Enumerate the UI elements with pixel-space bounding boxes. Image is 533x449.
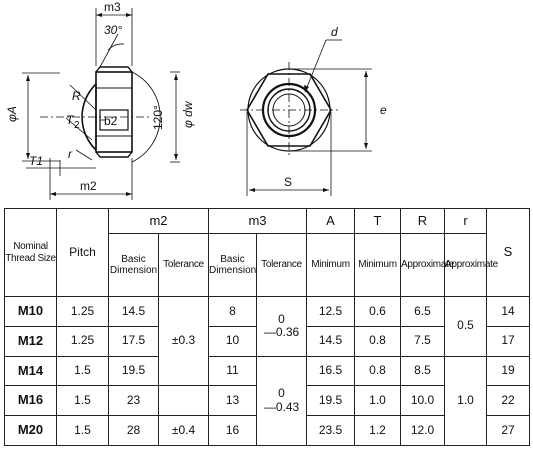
cell-m2-basic: 23 (108, 385, 159, 417)
cell-A: 14.5 (306, 325, 355, 357)
nut-dome (81, 83, 97, 151)
cell-pitch: 1.5 (56, 415, 109, 446)
cell-m3-basic: 8 (208, 296, 257, 327)
label-angle-30: 30° (104, 23, 122, 37)
cell-S: 19 (486, 355, 530, 387)
cell-size: M16 (4, 385, 57, 417)
table-row-m10: M10 1.25 14.5 ±0.3 8 0 —0.36 12.5 0.6 6.… (4, 295, 530, 387)
cell-m2-tolerance-m20: ±0.4 (158, 415, 209, 446)
header-A: A (306, 208, 355, 234)
header-T-minimum: Minimum (354, 233, 401, 297)
label-T-sub2: 2 (74, 120, 80, 131)
header-r: r (444, 208, 487, 234)
cell-S: 14 (486, 296, 530, 327)
header-m3-tolerance: Tolerance (256, 233, 307, 297)
cell-S: 27 (486, 415, 530, 446)
cell-R: 12.0 (400, 415, 445, 446)
cell-size: M14 (4, 355, 57, 387)
cell-pitch: 1.25 (56, 325, 109, 357)
cell-m2-basic: 28 (108, 415, 159, 446)
label-d: d (331, 25, 338, 39)
label-T: T (66, 113, 75, 127)
header-S: S (486, 208, 530, 297)
cell-R: 8.5 (400, 355, 445, 387)
table-row-m14: M14 1.5 19.5 11 0 —0.43 16.5 0.8 8.5 1.0… (4, 355, 530, 447)
cell-size: M12 (4, 325, 57, 357)
cell-pitch: 1.25 (56, 296, 109, 327)
label-e: e (380, 103, 387, 117)
cell-S: 22 (486, 385, 530, 417)
top-view (240, 39, 372, 196)
header-nominal-thread-size: Nominal Thread Size (4, 208, 57, 297)
cell-T: 1.0 (354, 385, 401, 417)
cell-m2-basic: 14.5 (108, 296, 159, 327)
cell-A: 23.5 (306, 415, 355, 446)
header-m3: m3 (208, 208, 307, 234)
cell-T: 1.2 (354, 415, 401, 446)
label-b2: b2 (104, 114, 118, 128)
cell-R: 7.5 (400, 325, 445, 357)
label-T1: T1 (29, 154, 43, 168)
cell-m3-basic: 10 (208, 325, 257, 357)
cell-pitch: 1.5 (56, 355, 109, 387)
label-r: r (68, 147, 73, 161)
cell-m3-basic: 16 (208, 415, 257, 446)
header-R: R (400, 208, 445, 234)
dimension-table: Nominal Thread Size Pitch m2 m3 A T R r … (4, 208, 530, 447)
cell-A: 16.5 (306, 355, 355, 387)
table-row-m20: M20 1.5 28 ±0.4 16 23.5 1.2 12.0 27 (4, 415, 530, 446)
cell-m2-tolerance-group1: ±0.3 (158, 295, 209, 387)
cell-m2-basic: 17.5 (108, 325, 159, 357)
cell-pitch: 1.5 (56, 385, 109, 417)
header-m2: m2 (108, 208, 209, 234)
cell-A: 12.5 (306, 296, 355, 327)
nut-hex-body (95, 71, 133, 153)
table-row-m12: M12 1.25 17.5 10 14.5 0.8 7.5 17 (4, 325, 530, 357)
cell-m3-basic: 11 (208, 355, 257, 387)
label-m3: m3 (104, 0, 121, 14)
cell-m3-tolerance-group2: 0 —0.43 (256, 355, 307, 447)
cell-T: 0.8 (354, 325, 401, 357)
cell-R: 10.0 (400, 385, 445, 417)
cell-R: 6.5 (400, 296, 445, 327)
label-m2: m2 (80, 179, 97, 193)
cell-m3-tolerance-group1: 0 —0.36 (256, 296, 307, 357)
cell-m3-basic: 13 (208, 385, 257, 417)
side-view (22, 8, 180, 200)
header-m3-basic: Basic Dimension (208, 233, 257, 297)
label-S: S (284, 175, 292, 189)
header-T: T (354, 208, 401, 234)
header-R-approximate: Approximate (400, 233, 454, 297)
cell-size: M10 (4, 296, 57, 327)
cell-S: 17 (486, 325, 530, 357)
cell-T: 0.6 (354, 296, 401, 327)
header-m2-tolerance: Tolerance (158, 233, 209, 297)
cell-size: M20 (4, 415, 57, 446)
cell-r-group1: 0.5 (444, 296, 487, 357)
label-R: R (72, 89, 81, 103)
header-pitch: Pitch (56, 208, 109, 297)
cell-A: 19.5 (306, 385, 355, 417)
cell-r-group2: 1.0 (444, 355, 487, 447)
label-phi-dw: φ dw (181, 100, 195, 128)
header-A-minimum: Minimum (306, 233, 355, 297)
cell-m2-basic: 19.5 (108, 355, 159, 387)
cell-T: 0.8 (354, 355, 401, 387)
label-phi-A: φA (5, 106, 19, 122)
technical-drawing: m3 30° R φA T 2 b2 120° φ dw T1 r m2 d e… (5, 0, 387, 200)
header-m2-basic: Basic Dimension (108, 233, 159, 297)
header-r-approximate: Approximate (444, 233, 498, 297)
cell-m2-tolerance-blank (158, 385, 209, 417)
label-angle-120: 120° (151, 105, 165, 130)
